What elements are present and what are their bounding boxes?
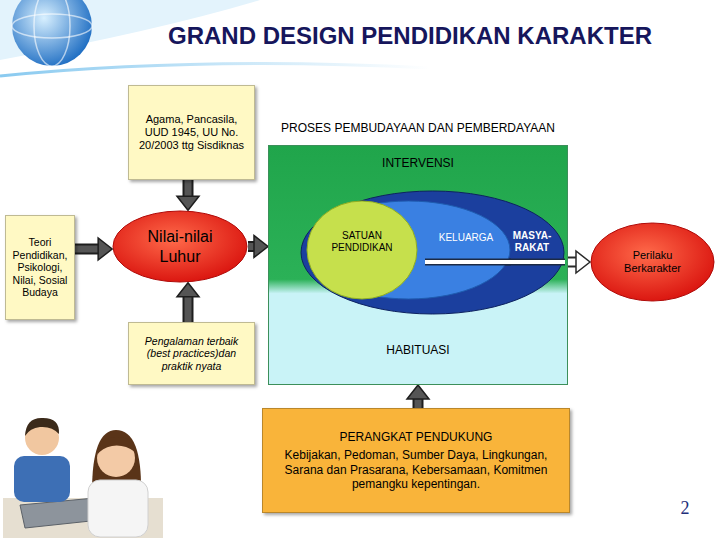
node-subtext: Kebijakan, Pedoman, Sumber Daya, Lingkun… (268, 448, 564, 491)
girl-shirt (88, 480, 148, 537)
swoosh-line (0, 64, 430, 77)
flow-line-outline (505, 259, 565, 266)
ellipse-outline (113, 211, 247, 282)
arrow-shaft (75, 246, 100, 253)
arrow-shaft (185, 295, 192, 322)
node-text: MASYA- RAKAT (510, 230, 554, 254)
node-text: Pengalaman terbaik (best practices)dan p… (134, 335, 249, 373)
girl-fringe (97, 437, 135, 455)
globe (12, 0, 92, 66)
node-text: SATUAN PENDIDIKAN (320, 230, 404, 254)
arrow-head (98, 238, 112, 260)
support-box: PERANGKAT PENDUKUNG Kebijakan, Pedoman, S… (262, 408, 570, 513)
block-arrow (407, 385, 429, 408)
boy-hair (25, 418, 59, 436)
ellipse-outline (307, 201, 417, 299)
experience-box: Pengalaman terbaik (best practices)dan p… (128, 322, 255, 385)
block-arrow (177, 180, 199, 210)
outcome-ellipse: Perilaku Berkarakter (590, 222, 715, 302)
block-arrow (177, 283, 199, 322)
globe-meridian (34, 0, 70, 66)
arrow-head (407, 385, 429, 399)
arrow-head (576, 251, 590, 273)
ellipse-shape (112, 210, 248, 283)
page-number: 2 (668, 498, 702, 520)
children-photo (3, 418, 163, 538)
arrow-shaft-outline (75, 244, 100, 255)
slide-title: GRAND DESIGN PENDIDIKAN KARAKTER (105, 22, 715, 51)
source-box: Agama, Pancasila, UUD 1945, UU No. 20/20… (128, 85, 255, 180)
node-text: PERANGKAT PENDUKUNG (340, 430, 493, 444)
arrow-head (177, 196, 199, 210)
school-ellipse: SATUAN PENDIDIKAN (306, 200, 418, 300)
theory-box: Teori Pendidikan, Psikologi, Nilai, Sosi… (5, 215, 75, 320)
community-ellipse: MASYA- RAKAT KELUARGA SATUAN PENDIDIKAN (300, 190, 565, 315)
node-text: Teori Pendidikan, Psikologi, Nilai, Sosi… (11, 236, 69, 299)
ellipse-outline (307, 201, 510, 299)
flow-line-outline (425, 259, 511, 266)
node-text: Agama, Pancasila, UUD 1945, UU No. 20/20… (134, 113, 249, 153)
arrow-head (177, 283, 199, 297)
flow-line (505, 260, 565, 264)
ellipse-outline (591, 223, 714, 301)
arrow-head (254, 236, 268, 258)
values-ellipse: Nilai-nilai Luhur (112, 210, 248, 283)
ellipse-outline (301, 191, 564, 314)
block-arrow (248, 236, 268, 258)
node-text: Nilai-nilai Luhur (128, 227, 232, 265)
arrow-shaft-outline (183, 295, 194, 322)
block-arrow (568, 251, 590, 273)
globe-parallel (12, 14, 92, 38)
boy-shirt (14, 456, 70, 502)
family-ellipse: KELUARGA SATUAN PENDIDIKAN (306, 200, 511, 300)
node-text: Perilaku Berkarakter (611, 249, 695, 275)
node-text: PROSES PEMBUDAYAAN DAN PEMBERDAYAAN (268, 121, 568, 135)
node-subtext: INTERVENSI (268, 156, 568, 170)
flow-line (425, 260, 511, 264)
node-subtext: HABITUASI (268, 343, 568, 357)
node-text: KELUARGA (426, 232, 506, 244)
title-area: GRAND DESIGN PENDIDIKAN KARAKTER (105, 22, 715, 51)
process-panel: PROSES PEMBUDAYAAN DAN PEMBERDAYAAN INTER… (268, 118, 568, 385)
block-arrow (75, 238, 112, 260)
